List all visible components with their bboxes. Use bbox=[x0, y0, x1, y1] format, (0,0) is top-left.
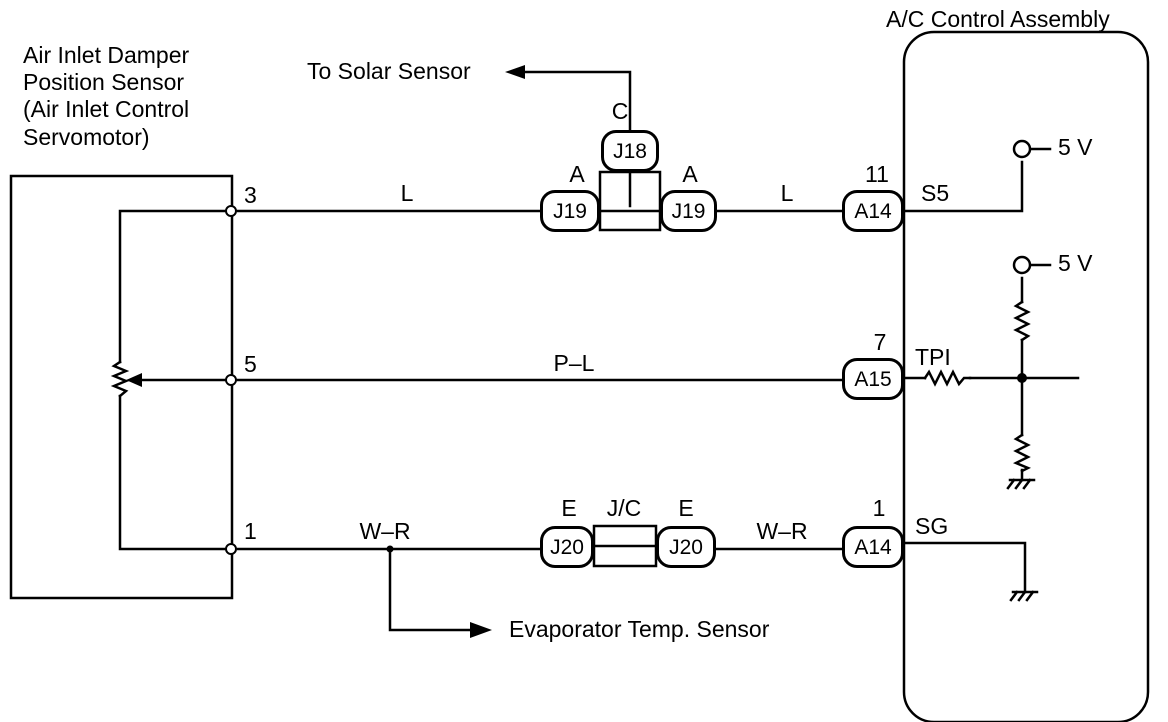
pullup-resistor bbox=[1013, 300, 1031, 342]
a15-pin-label: 7 bbox=[873, 329, 887, 355]
ecu-terminal-s5: S5 bbox=[921, 180, 950, 206]
j19-right-pin-label: A bbox=[682, 161, 698, 187]
wire-solar-branch bbox=[518, 70, 632, 132]
pot-wire-bottom bbox=[118, 394, 228, 551]
wire-evap-branch bbox=[388, 547, 472, 632]
j19-left-connector: J19 bbox=[540, 190, 600, 232]
j18-connector: J18 bbox=[601, 130, 659, 172]
ecu-sg-wire bbox=[904, 541, 1027, 594]
sensor-pin-1-label: 1 bbox=[244, 518, 257, 544]
sensor-title-line-1: Air Inlet Damper bbox=[23, 42, 190, 68]
sensor-pin-5-terminal bbox=[225, 374, 237, 386]
sensor-body bbox=[9, 174, 234, 600]
wire-color-top-right: L bbox=[780, 180, 794, 206]
tpi-junction bbox=[1017, 373, 1027, 383]
ecu-terminal-sg: SG bbox=[915, 513, 949, 539]
potentiometer-resistor bbox=[110, 360, 130, 398]
a14-bottom-connector: A14 bbox=[842, 526, 904, 568]
5v-symbol-middle bbox=[1012, 255, 1032, 275]
solar-sensor-label: To Solar Sensor bbox=[307, 58, 471, 84]
pot-wiper-arrow bbox=[126, 373, 142, 387]
pulldown-resistor bbox=[1012, 433, 1032, 473]
a14-bottom-pin-label: 1 bbox=[872, 495, 886, 521]
j20-left-connector: J20 bbox=[540, 526, 594, 568]
jc-label: J/C bbox=[606, 495, 642, 521]
ecu-5v-label-top: 5 V bbox=[1058, 134, 1093, 160]
sensor-pin-1-terminal bbox=[225, 543, 237, 555]
a14-top-pin-label: 11 bbox=[865, 161, 889, 187]
ecu-title: A/C Control Assembly bbox=[886, 6, 1110, 32]
j20-right-pin-label: E bbox=[678, 495, 694, 521]
ecu-s5-wire bbox=[904, 160, 1024, 213]
ground-symbol-sg bbox=[1009, 590, 1039, 602]
sensor-title-line-3: (Air Inlet Control bbox=[23, 96, 190, 122]
tpi-resistor bbox=[923, 369, 972, 387]
ecu-terminal-tpi: TPI bbox=[915, 344, 951, 370]
evap-branch-junction bbox=[386, 545, 394, 553]
wire-color-top-left: L bbox=[400, 180, 414, 206]
a14-top-connector: A14 bbox=[842, 190, 904, 232]
sensor-pin-3-label: 3 bbox=[244, 182, 257, 208]
ecu-body bbox=[902, 30, 1150, 722]
sensor-pin-5-label: 5 bbox=[244, 351, 257, 377]
j20-left-pin-label: E bbox=[561, 495, 577, 521]
solar-arrow-head bbox=[505, 65, 525, 79]
wire-color-middle: P–L bbox=[553, 350, 595, 376]
evaporator-sensor-label: Evaporator Temp. Sensor bbox=[509, 616, 770, 642]
pot-wire-top bbox=[118, 209, 228, 364]
j18-pin-label: C bbox=[611, 98, 629, 124]
wire-color-bottom-right: W–R bbox=[756, 518, 808, 544]
sensor-title-line-2: Position Sensor bbox=[23, 69, 185, 95]
wire-color-bottom-left: W–R bbox=[359, 518, 411, 544]
j19-left-pin-label: A bbox=[569, 161, 585, 187]
sensor-pin-3-terminal bbox=[225, 205, 237, 217]
evap-arrow-head bbox=[470, 622, 492, 638]
5v-symbol-top bbox=[1012, 139, 1032, 159]
j19-right-connector: J19 bbox=[660, 190, 717, 232]
sensor-title-line-4: Servomotor) bbox=[23, 124, 150, 150]
a15-connector: A15 bbox=[842, 358, 904, 400]
ecu-5v-label-middle: 5 V bbox=[1058, 250, 1093, 276]
j20-right-connector: J20 bbox=[656, 526, 716, 568]
ground-symbol-tpi bbox=[1006, 478, 1036, 490]
